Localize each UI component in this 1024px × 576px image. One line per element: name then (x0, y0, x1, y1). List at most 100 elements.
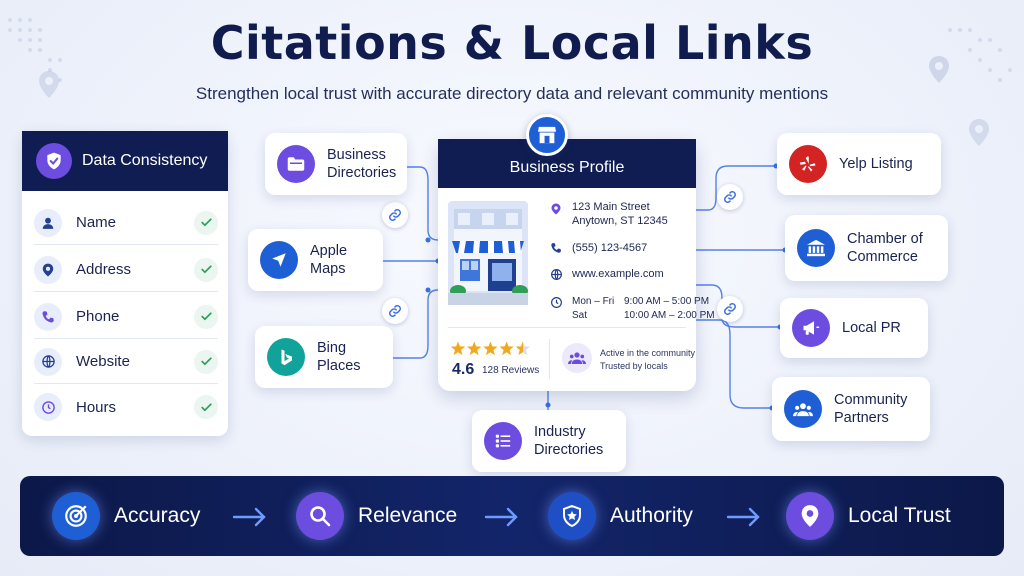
storefront-icon (526, 114, 568, 156)
chamber-of-commerce-card: Chamber of Commerce (785, 215, 948, 281)
world-map-dots-left (8, 18, 62, 82)
list-item-label: Phone (76, 308, 120, 325)
card-label: Directories (534, 442, 604, 458)
rating-stars (450, 341, 532, 357)
list-item-phone: Phone (34, 295, 218, 339)
pipeline-step-label: Authority (610, 504, 693, 527)
check-icon (194, 395, 218, 419)
location-pin-icon (34, 255, 62, 284)
phone-icon (34, 302, 62, 331)
check-icon (194, 257, 218, 282)
location-pin-icon (551, 203, 561, 215)
globe-icon (551, 269, 562, 280)
card-label: Directories (327, 165, 397, 181)
star-icon (499, 341, 514, 356)
target-icon (52, 492, 100, 540)
business-profile-title: Business Profile (438, 139, 696, 188)
shield-star-icon (548, 492, 596, 540)
link-badge-icon (382, 202, 408, 228)
location-pin-icon (786, 492, 834, 540)
pipeline-step-label: Local Trust (848, 504, 951, 527)
folder-icon (277, 145, 315, 183)
clock-icon (551, 297, 562, 308)
pipeline-step-accuracy: Accuracy (52, 490, 200, 542)
bing-logo-icon (267, 338, 305, 376)
pipeline-step-local-trust: Local Trust (786, 490, 951, 542)
hours-time: 9:00 AM – 5:00 PM (624, 296, 710, 307)
local-pr-card: Local PR (780, 298, 928, 358)
community-text: Active in the community (600, 348, 696, 358)
card-label: Partners (834, 410, 889, 426)
star-icon (483, 341, 498, 356)
check-icon (194, 304, 218, 329)
list-item-label: Website (76, 353, 130, 370)
card-label: Commerce (847, 249, 918, 265)
star-icon (450, 341, 466, 356)
map-pin-icon (39, 71, 59, 98)
review-count: 128 Reviews (482, 365, 540, 376)
navigation-arrow-icon (260, 241, 298, 279)
list-item-hours: Hours (34, 385, 218, 429)
globe-icon (34, 347, 62, 376)
card-label: Yelp Listing (839, 156, 913, 172)
storefront-illustration (448, 201, 528, 305)
data-consistency-title: Data Consistency (82, 152, 208, 169)
hours-days: Sat (572, 310, 588, 321)
yelp-listing-card: Yelp Listing (777, 133, 941, 195)
link-badge-icon (717, 184, 743, 210)
divider (549, 339, 550, 379)
card-label: Community (834, 392, 908, 408)
data-consistency-header: Data Consistency (22, 131, 228, 191)
list-item-label: Address (76, 261, 132, 278)
user-icon (34, 208, 62, 237)
link-badge-icon (717, 296, 743, 322)
address-line1: 123 Main Street (572, 201, 650, 213)
world-map-dots-right (948, 28, 1012, 82)
rating-value: 4.6 (452, 361, 475, 378)
star-icon (467, 341, 482, 356)
check-icon (194, 349, 218, 374)
community-text: Trusted by locals (600, 361, 668, 371)
arrow-right-icon (232, 507, 266, 527)
list-item-name: Name (34, 201, 218, 245)
address-line2: Anytown, ST 12345 (572, 215, 668, 227)
people-group-icon (784, 390, 822, 428)
hours-days: Mon – Fri (572, 296, 615, 307)
phone-number: (555) 123-4567 (572, 242, 648, 254)
map-pin-icon (969, 119, 989, 146)
link-badge-icon (382, 298, 408, 324)
page-subtitle: Strengthen local trust with accurate dir… (195, 84, 829, 103)
list-item-address: Address (34, 248, 218, 292)
yelp-logo-icon (789, 145, 827, 183)
clock-icon (34, 393, 62, 421)
pipeline-step-authority: Authority (548, 490, 693, 542)
star-icon (515, 341, 530, 356)
bing-places-card: Bing Places (255, 326, 393, 388)
data-consistency-panel: Data Consistency Name Address Phone Webs… (22, 131, 228, 436)
pipeline-bar: Accuracy Relevance Authority Local Trust (20, 476, 1004, 556)
megaphone-icon (792, 309, 830, 347)
check-icon (194, 210, 218, 235)
arrow-right-icon (726, 507, 760, 527)
community-icon (562, 343, 592, 373)
list-item-label: Hours (76, 398, 117, 416)
card-label: Business (327, 147, 386, 163)
apple-maps-card: Apple Maps (248, 229, 383, 291)
website-url: www.example.com (572, 268, 664, 280)
map-pin-icon (929, 56, 949, 83)
hours-time: 10:00 AM – 2:00 PM (624, 310, 715, 321)
magnifier-icon (296, 492, 344, 540)
pipeline-step-label: Relevance (358, 504, 458, 527)
card-label: Apple Maps (310, 243, 348, 277)
list-icon (484, 422, 522, 460)
phone-icon (551, 243, 561, 253)
shield-check-icon (36, 143, 72, 179)
card-label: Chamber of (847, 231, 923, 247)
pipeline-step-relevance: Relevance (296, 490, 457, 542)
divider (448, 327, 686, 328)
card-label: Local PR (842, 320, 901, 336)
card-label: Bing Places (317, 340, 361, 374)
